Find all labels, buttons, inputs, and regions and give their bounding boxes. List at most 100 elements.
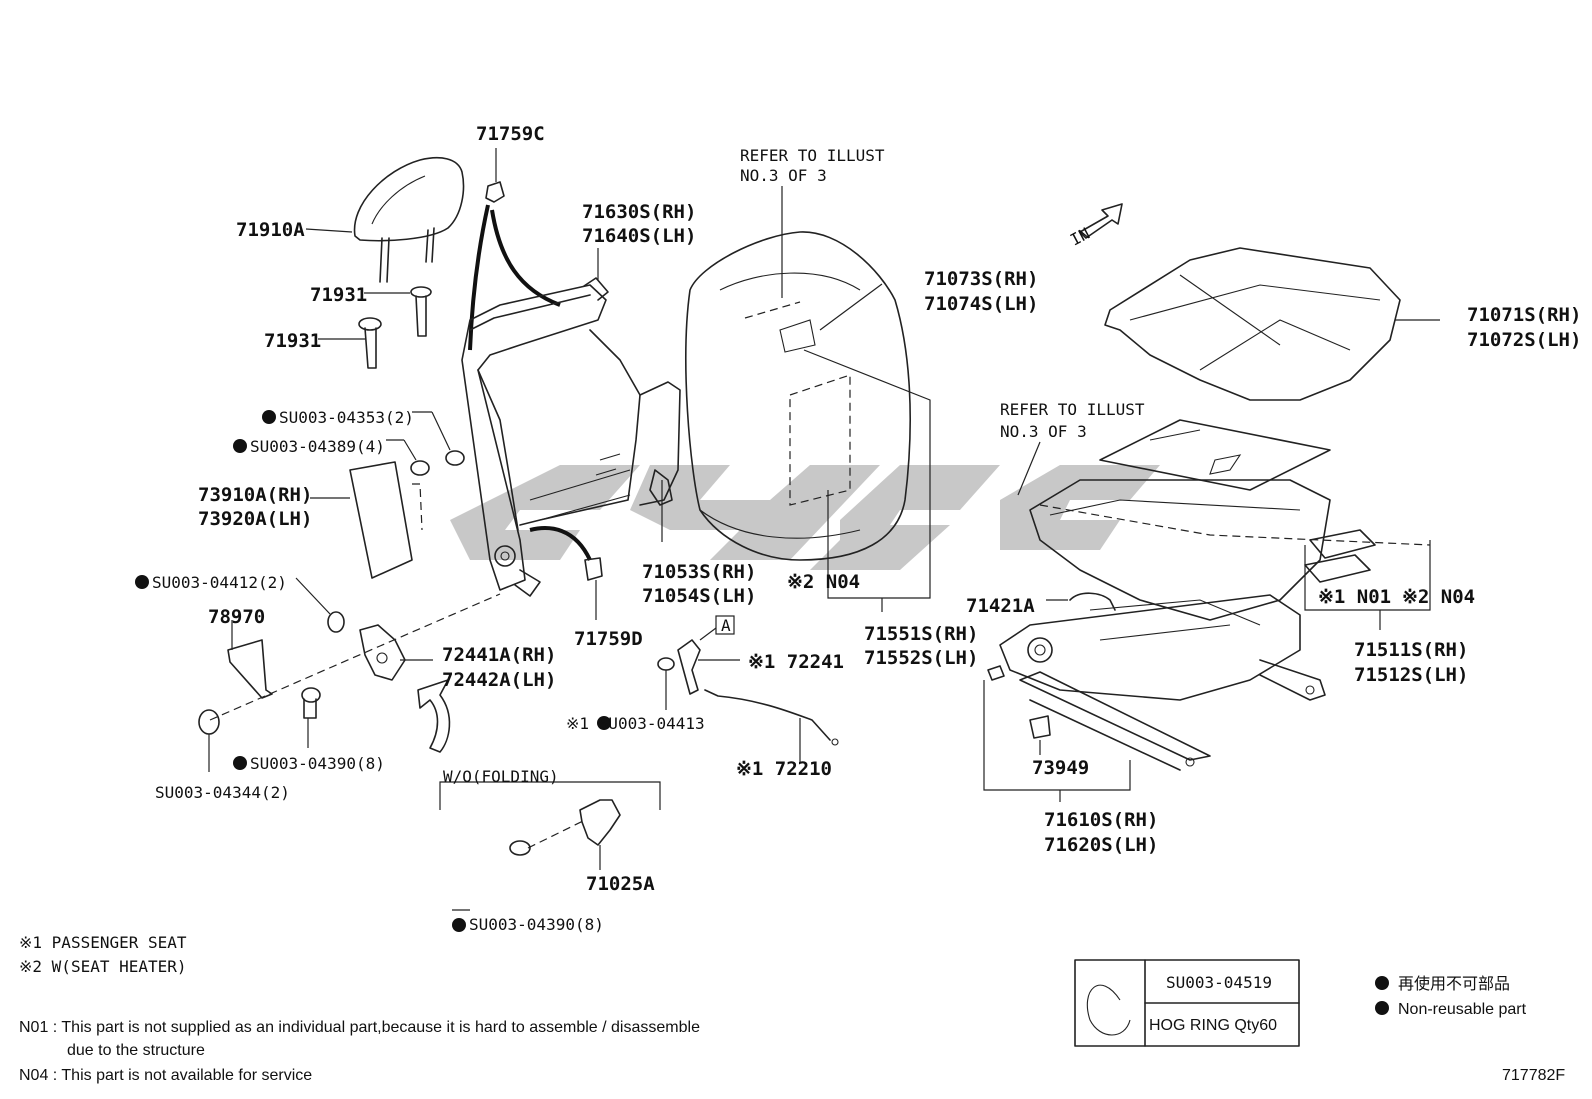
label-73920a[interactable]: 73920A(LH) xyxy=(198,508,312,530)
label-71610s[interactable]: 71610S(RH) xyxy=(1044,809,1158,831)
label-71071s[interactable]: 71071S(RH) xyxy=(1467,304,1581,326)
nonreusable-dot xyxy=(262,410,276,424)
refer-top-line1: REFER TO ILLUST xyxy=(740,146,885,165)
seat-frame xyxy=(999,592,1326,771)
nonreusable-dot xyxy=(452,918,466,932)
label-71551s[interactable]: 71551S(RH) xyxy=(864,623,978,645)
label-su04389[interactable]: SU003-04389(4) xyxy=(250,437,385,456)
label-71025a[interactable]: 71025A xyxy=(586,873,655,895)
leader-71551s xyxy=(803,349,931,612)
diagram-id: 717782F xyxy=(1502,1067,1565,1084)
refer-mid-line2: NO.3 OF 3 xyxy=(1000,422,1087,441)
label-71072s[interactable]: 71072S(LH) xyxy=(1467,329,1581,351)
label-box-a: A xyxy=(721,616,731,635)
hog-ring-desc: HOG RING Qty60 xyxy=(1149,1017,1277,1034)
refer-top-line2: NO.3 OF 3 xyxy=(740,166,827,185)
label-71053s[interactable]: 71053S(RH) xyxy=(642,561,756,583)
clip-71759d xyxy=(529,526,603,620)
label-72210[interactable]: ※1 72210 xyxy=(736,758,832,780)
nonreusable-en: Non-reusable part xyxy=(1398,1001,1527,1018)
cap-su04344 xyxy=(198,709,220,772)
headrest-part xyxy=(353,156,465,283)
label-71073s[interactable]: 71073S(RH) xyxy=(924,268,1038,290)
label-72441a[interactable]: 72441A(RH) xyxy=(442,644,556,666)
connector-small xyxy=(987,665,1005,681)
label-su04353[interactable]: SU003-04353(2) xyxy=(279,408,414,427)
label-n04-cushion[interactable]: ※2 N04 xyxy=(1402,586,1475,608)
leader-n01-n04 xyxy=(1304,540,1431,611)
seatback-cover xyxy=(685,231,911,561)
label-71074s[interactable]: 71074S(LH) xyxy=(924,293,1038,315)
headrest-guide-lower xyxy=(358,317,382,369)
hog-ring-part-no[interactable]: SU003-04519 xyxy=(1166,973,1272,992)
refer-mid-line1: REFER TO ILLUST xyxy=(1000,400,1145,419)
label-71640s[interactable]: 71640S(LH) xyxy=(582,225,696,247)
nonreusable-dot xyxy=(135,575,149,589)
label-su04390a[interactable]: SU003-04390(8) xyxy=(250,754,385,773)
wo-folding-label: W/O(FOLDING) xyxy=(443,767,559,786)
label-71931-lower[interactable]: 71931 xyxy=(264,330,321,352)
clip-71759c xyxy=(468,148,561,351)
label-su04344[interactable]: SU003-04344(2) xyxy=(155,783,290,802)
cushion-pad xyxy=(1029,419,1431,621)
label-73910a[interactable]: 73910A(RH) xyxy=(198,484,312,506)
label-71552s[interactable]: 71552S(LH) xyxy=(864,647,978,669)
side-trim-73910a xyxy=(349,461,423,579)
washer-su04412 xyxy=(295,577,345,633)
label-n04-back[interactable]: ※2 N04 xyxy=(787,571,860,593)
label-71421a[interactable]: 71421A xyxy=(966,595,1035,617)
label-71910a[interactable]: 71910A xyxy=(236,219,305,241)
hog-ring-table xyxy=(1074,959,1300,1047)
label-71511s[interactable]: 71511S(RH) xyxy=(1354,639,1468,661)
nonreusable-dot xyxy=(597,716,611,730)
cable-group xyxy=(657,615,839,762)
nonreusable-jp: 再使用不可部品 xyxy=(1398,975,1510,993)
legend-dot-jp xyxy=(1375,976,1389,990)
label-71759d[interactable]: 71759D xyxy=(574,628,643,650)
cushion-cover xyxy=(1104,247,1401,401)
label-71512s[interactable]: 71512S(LH) xyxy=(1354,664,1468,686)
label-71630s[interactable]: 71630S(RH) xyxy=(582,201,696,223)
leader-refer-mid xyxy=(1017,441,1041,496)
legend-note1: ※1 PASSENGER SEAT xyxy=(19,933,187,952)
label-72241[interactable]: ※1 72241 xyxy=(748,651,844,673)
ref-box-a xyxy=(715,615,735,635)
label-su04412[interactable]: SU003-04412(2) xyxy=(152,573,287,592)
bracket-73949 xyxy=(1029,715,1051,755)
headrest-guide-upper xyxy=(410,286,432,337)
watermark-logo xyxy=(450,465,1160,570)
legend-note2: ※2 W(SEAT HEATER) xyxy=(19,957,187,976)
wo-folding-group xyxy=(439,781,661,911)
label-71759c[interactable]: 71759C xyxy=(476,123,545,145)
in-arrow-icon xyxy=(1079,203,1123,239)
bolt-su04353 xyxy=(412,411,465,466)
label-72442a[interactable]: 72442A(LH) xyxy=(442,669,556,691)
hog-ring-icon xyxy=(1086,984,1131,1036)
nonreusable-dot xyxy=(233,439,247,453)
legend-n01-line1: N01 : This part is not supplied as an in… xyxy=(19,1019,700,1036)
label-73949[interactable]: 73949 xyxy=(1032,757,1089,779)
legend-n01-line2: due to the structure xyxy=(67,1042,205,1059)
assembly-line-lower-left xyxy=(209,593,501,721)
legend-n04-line: N04 : This part is not available for ser… xyxy=(19,1067,312,1084)
label-71620s[interactable]: 71620S(LH) xyxy=(1044,834,1158,856)
label-71054s[interactable]: 71054S(LH) xyxy=(642,585,756,607)
label-71931-upper[interactable]: 71931 xyxy=(310,284,367,306)
leader-71073s xyxy=(819,283,883,331)
nonreusable-dot xyxy=(233,756,247,770)
cover-78970 xyxy=(227,620,273,699)
bolt-su04389 xyxy=(386,439,430,476)
label-n01[interactable]: ※1 N01 xyxy=(1318,586,1391,608)
leader-71910a xyxy=(305,228,353,233)
recliner-72441a xyxy=(359,624,433,681)
legend-dot-en xyxy=(1375,1001,1389,1015)
label-su04390b[interactable]: SU003-04390(8) xyxy=(469,915,604,934)
bolt-su04390a xyxy=(301,687,321,748)
seatback-frame xyxy=(461,277,681,597)
direction-arrow xyxy=(417,679,451,753)
label-78970[interactable]: 78970 xyxy=(208,606,265,628)
label-su04413[interactable]: ※1 SU003-04413 xyxy=(566,714,705,733)
leader-71610s xyxy=(983,680,1131,802)
